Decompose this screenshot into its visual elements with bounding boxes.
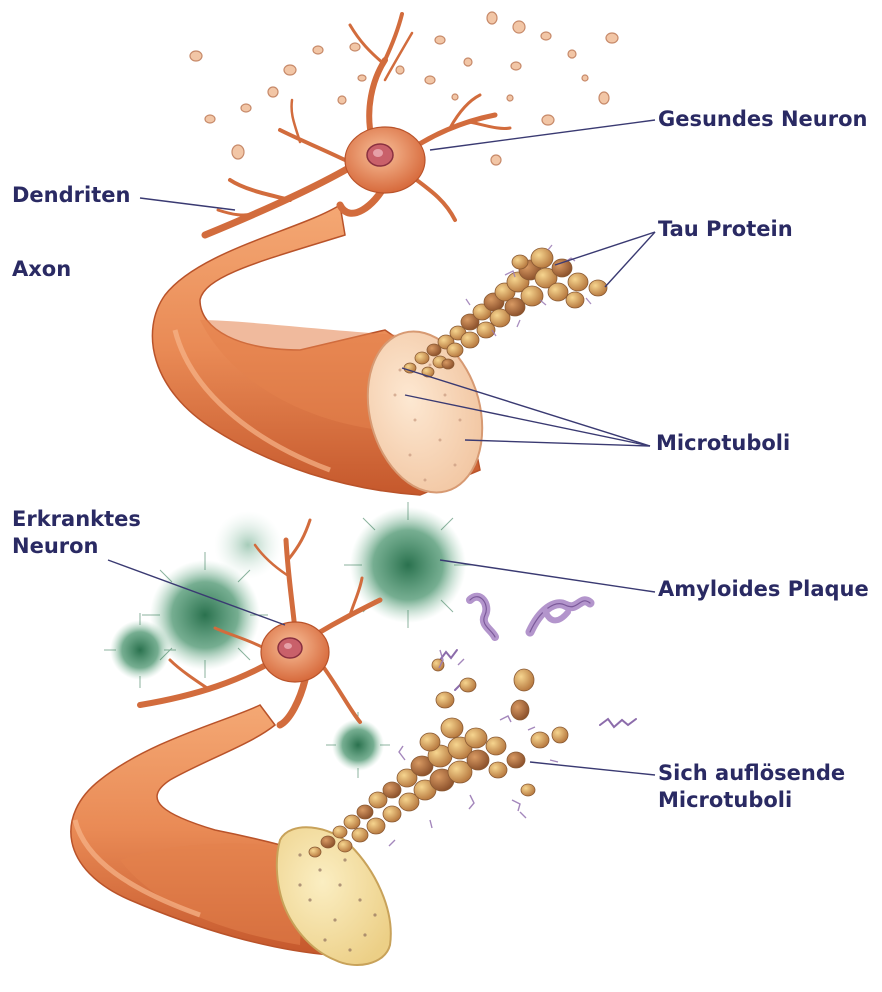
leader-amyloides-plaque xyxy=(440,560,655,592)
tau-tangles xyxy=(440,597,636,727)
label-dendriten: Dendriten xyxy=(12,182,130,209)
label-sich-aufloesende-microtuboli: Sich auflösende Microtuboli xyxy=(658,760,845,814)
label-amyloides-plaque: Amyloides Plaque xyxy=(658,576,869,603)
leader-sich-aufloesende-microtuboli xyxy=(530,762,655,775)
healthy-neuron xyxy=(152,12,618,505)
label-tau-protein: Tau Protein xyxy=(658,216,793,243)
amyloid-plaque xyxy=(332,719,384,771)
label-axon: Axon xyxy=(12,256,71,283)
leader-dendriten xyxy=(140,198,235,210)
label-erkranktes-neuron: Erkranktes Neuron xyxy=(12,506,141,560)
amyloid-plaque xyxy=(110,620,170,680)
label-gesundes-neuron: Gesundes Neuron xyxy=(658,106,867,133)
label-microtuboli: Microtuboli xyxy=(656,430,790,457)
diseased-neuron xyxy=(71,502,636,965)
